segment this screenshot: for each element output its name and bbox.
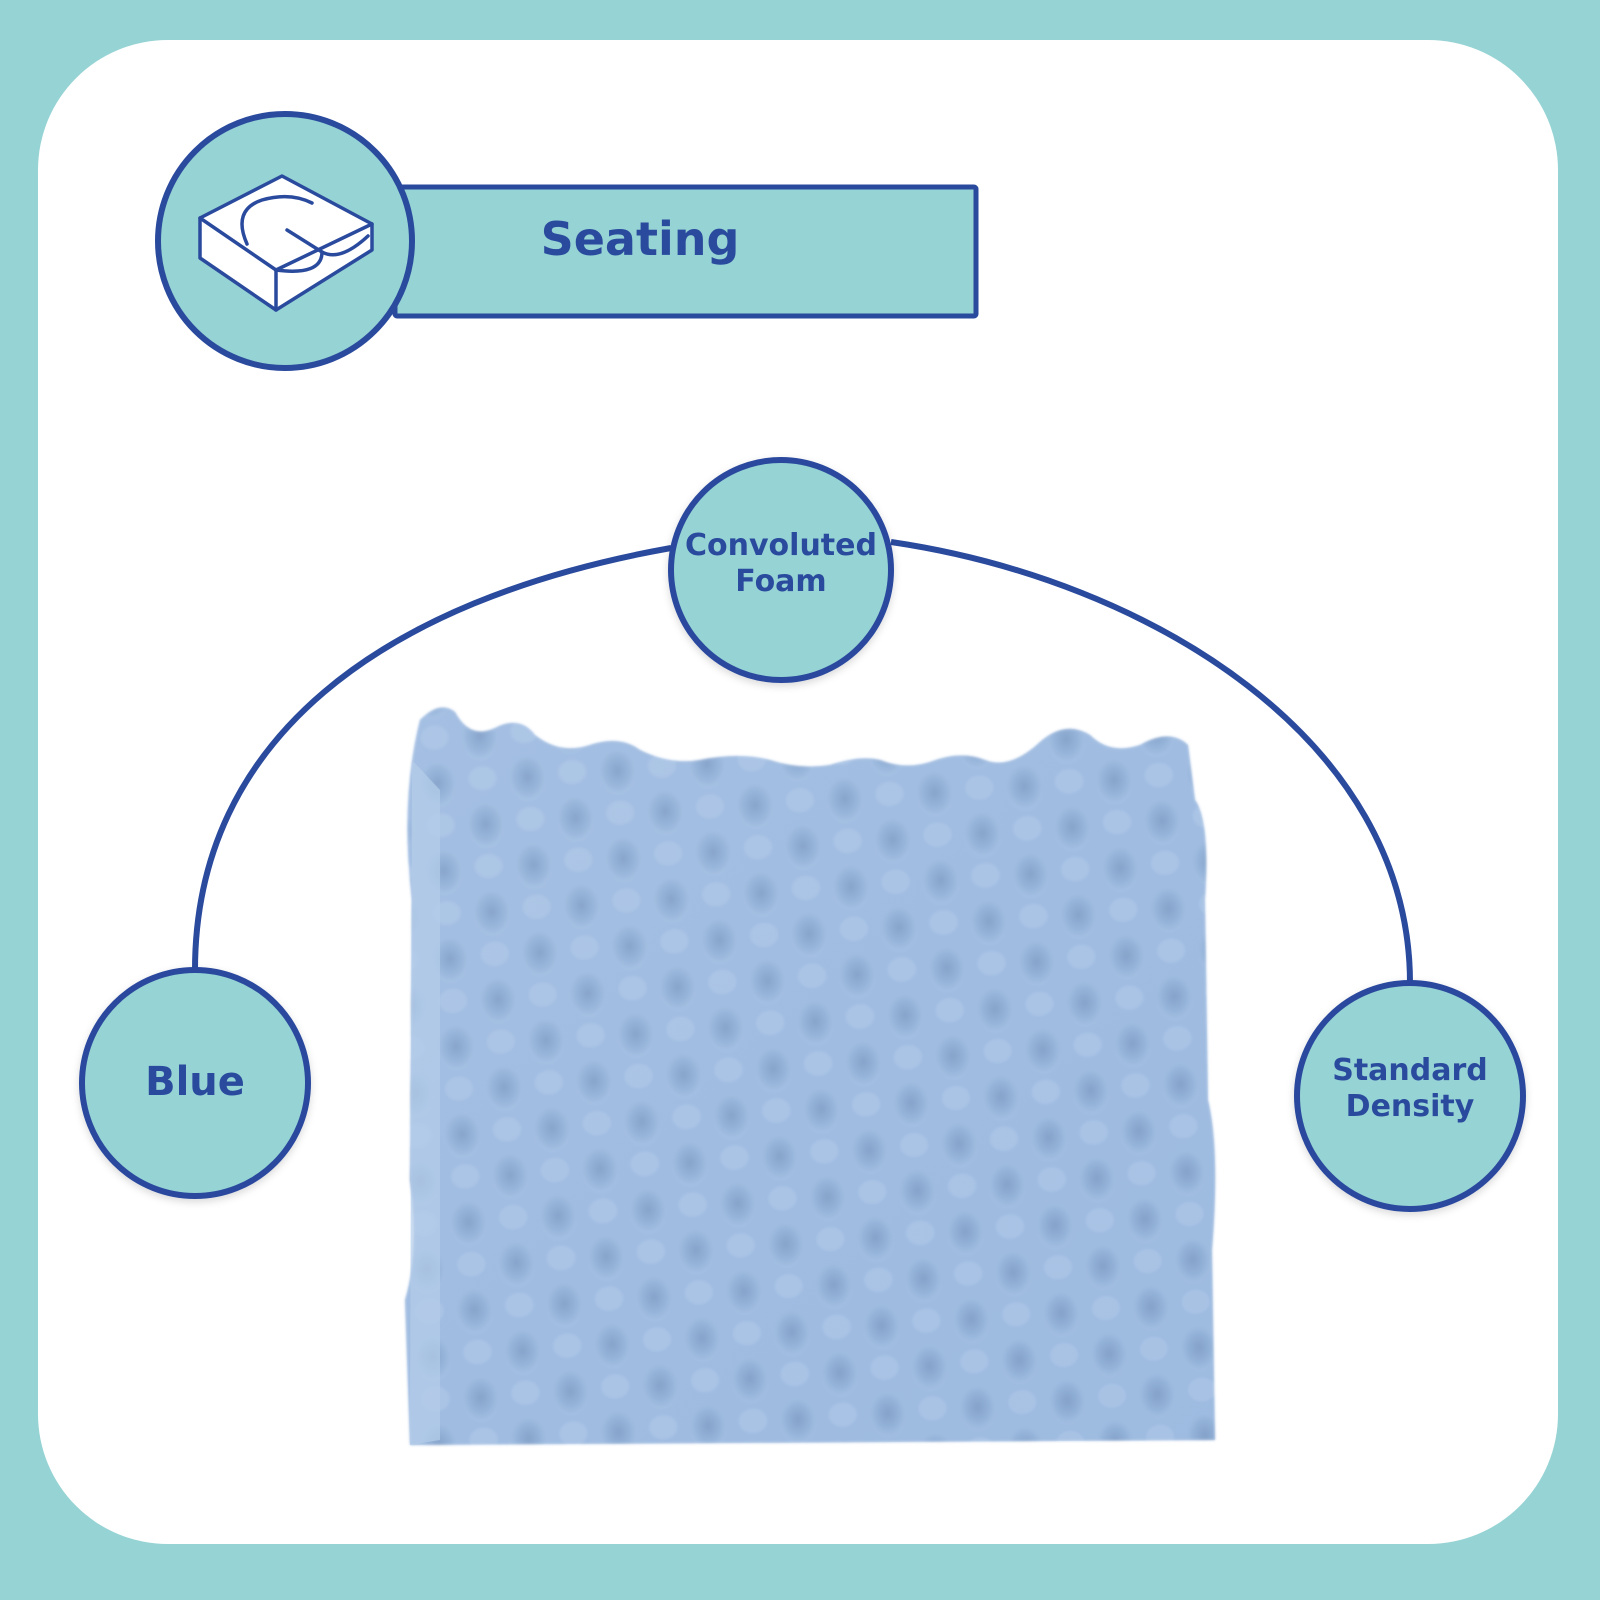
header-title-text: Seating bbox=[540, 212, 740, 266]
feature-label-top-line1: Convoluted bbox=[685, 528, 877, 563]
feature-label-left: Blue bbox=[82, 1058, 308, 1106]
feature-bubble-top bbox=[668, 457, 894, 683]
feature-label-right: Standard Density bbox=[1297, 1053, 1523, 1125]
feature-bubble-left bbox=[79, 967, 311, 1199]
feature-bubble-right bbox=[1294, 980, 1526, 1212]
connector-arc bbox=[192, 539, 1413, 984]
feature-label-right-line1: Standard bbox=[1332, 1053, 1488, 1088]
feature-label-right-line2: Density bbox=[1345, 1089, 1475, 1124]
feature-label-left-line1: Blue bbox=[145, 1059, 245, 1105]
header-title: Seating bbox=[395, 212, 885, 267]
foam-product-image bbox=[405, 707, 1216, 1445]
feature-label-top-line2: Foam bbox=[735, 564, 827, 599]
seat-cushion-icon bbox=[198, 174, 374, 312]
feature-label-top: Convoluted Foam bbox=[671, 528, 891, 600]
